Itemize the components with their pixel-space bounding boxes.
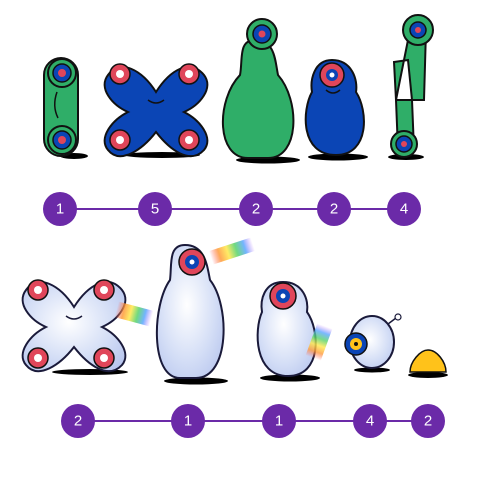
toy-glass-round-blob[interactable] bbox=[256, 280, 333, 382]
svg-text:4: 4 bbox=[366, 413, 374, 430]
badge-r1-3[interactable]: 2 bbox=[239, 192, 273, 226]
toy-x-spinner[interactable] bbox=[103, 63, 209, 158]
toy-tall-blob[interactable] bbox=[222, 18, 300, 164]
svg-text:1: 1 bbox=[184, 413, 192, 430]
number-line-row-2: 2 1 1 4 2 bbox=[61, 404, 445, 438]
toy-hinge-stick[interactable] bbox=[43, 57, 88, 159]
badge-r2-3[interactable]: 1 bbox=[262, 404, 296, 438]
svg-text:1: 1 bbox=[275, 413, 283, 430]
badge-r1-1[interactable]: 1 bbox=[43, 192, 77, 226]
toy-zigzag-stick[interactable] bbox=[388, 14, 434, 160]
badge-r2-1[interactable]: 2 bbox=[61, 404, 95, 438]
svg-text:2: 2 bbox=[424, 413, 432, 430]
badge-r2-5[interactable]: 2 bbox=[411, 404, 445, 438]
svg-text:5: 5 bbox=[151, 201, 159, 218]
svg-text:1: 1 bbox=[56, 201, 64, 218]
number-line-row-1: 1 5 2 2 4 bbox=[43, 192, 421, 226]
svg-text:2: 2 bbox=[252, 201, 260, 218]
svg-text:4: 4 bbox=[400, 201, 408, 218]
toy-round-blob[interactable] bbox=[304, 58, 368, 161]
badge-r2-2[interactable]: 1 bbox=[171, 404, 205, 438]
toy-glass-x-spinner[interactable] bbox=[21, 279, 154, 375]
badge-r1-2[interactable]: 5 bbox=[138, 192, 172, 226]
svg-text:2: 2 bbox=[74, 413, 82, 430]
toy-glass-tall-blob[interactable] bbox=[155, 237, 256, 385]
badge-r1-5[interactable]: 4 bbox=[387, 192, 421, 226]
svg-text:2: 2 bbox=[330, 201, 338, 218]
badge-r2-4[interactable]: 4 bbox=[353, 404, 387, 438]
toy-yellow-blob[interactable] bbox=[408, 349, 448, 378]
badge-r1-4[interactable]: 2 bbox=[317, 192, 351, 226]
toy-glass-eye-puck[interactable] bbox=[344, 313, 402, 373]
